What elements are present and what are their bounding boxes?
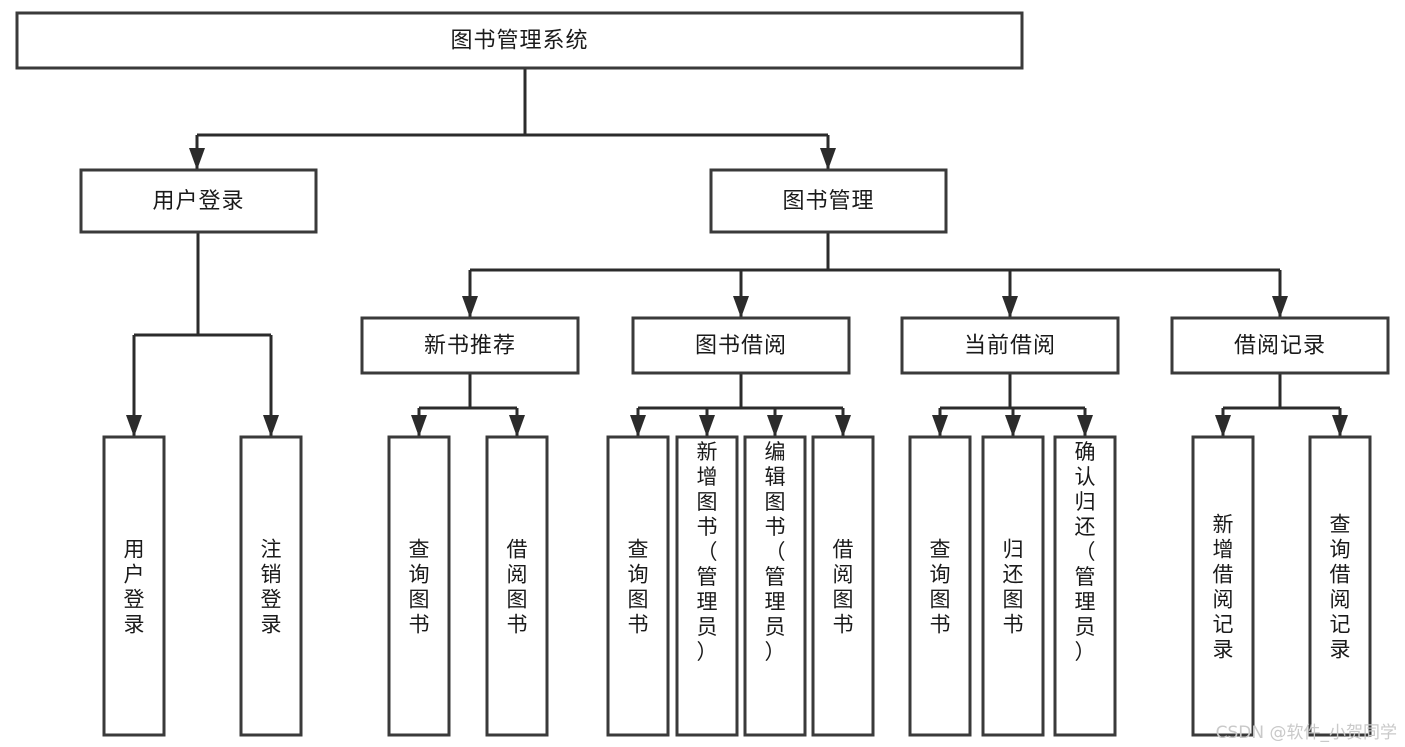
node-box[interactable]: [811, 435, 875, 737]
node-box[interactable]: [743, 435, 807, 737]
node-box[interactable]: [485, 435, 549, 737]
arrow-down-icon-manage-2: [1002, 296, 1018, 318]
node-box[interactable]: [981, 435, 1045, 737]
node-box[interactable]: [1191, 435, 1255, 737]
node-label: 用户登录: [124, 538, 145, 637]
arrow-down-icon-grp-book-borrow-1: [699, 415, 715, 437]
node-box[interactable]: [900, 316, 1120, 375]
arrow-down-icon-grp-user-login-0: [126, 415, 142, 437]
node-label: 借阅图书: [833, 538, 854, 637]
node-label: 借阅记录: [1234, 334, 1326, 359]
arrow-down-icon-grp-current-2: [1077, 415, 1093, 437]
node-box[interactable]: [360, 316, 580, 375]
node-box[interactable]: [908, 435, 972, 737]
node-level2-user-login[interactable]: 用户登录: [79, 168, 318, 234]
node-level3-current-borrow[interactable]: 当前借阅: [900, 316, 1120, 375]
node-label: 用户登录: [152, 189, 244, 214]
node-label: 借阅图书: [507, 538, 528, 637]
node-leaf-leaf-add-record[interactable]: 新增借阅记录: [1191, 435, 1255, 737]
arrow-down-icon-grp-current-0: [932, 415, 948, 437]
node-leaf-leaf-borrow-book-1[interactable]: 借阅图书: [485, 435, 549, 737]
node-label: 确认归还（管理员）: [1075, 440, 1096, 664]
node-label: 查询借阅记录: [1330, 513, 1351, 662]
node-box[interactable]: [631, 316, 851, 375]
node-leaf-leaf-edit-book-admin[interactable]: 编辑图书（管理员）: [743, 435, 807, 737]
node-box[interactable]: [675, 435, 739, 737]
node-box[interactable]: [239, 435, 303, 737]
node-leaf-leaf-query-book-2[interactable]: 查询图书: [606, 435, 670, 737]
node-label: 新增借阅记录: [1213, 513, 1234, 662]
node-leaf-leaf-query-record[interactable]: 查询借阅记录: [1308, 435, 1372, 737]
node-layer: 图书管理系统用户登录图书管理新书推荐图书借阅当前借阅借阅记录用户登录注销登录查询…: [15, 11, 1390, 737]
node-box[interactable]: [606, 435, 670, 737]
arrow-down-icon-grp-book-borrow-2: [767, 415, 783, 437]
node-level2-book-manage[interactable]: 图书管理: [709, 168, 948, 234]
node-box[interactable]: [79, 168, 318, 234]
arrow-down-icon-grp-user-login-1: [263, 415, 279, 437]
arrow-down-icon-grp-current-1: [1005, 415, 1021, 437]
node-leaf-leaf-query-book-3[interactable]: 查询图书: [908, 435, 972, 737]
arrow-down-icon-grp-new-book-0: [411, 415, 427, 437]
node-leaf-leaf-user-login[interactable]: 用户登录: [102, 435, 166, 737]
arrow-down-icon-grp-record-0: [1215, 415, 1231, 437]
node-root-system[interactable]: 图书管理系统: [15, 11, 1024, 70]
node-leaf-leaf-add-book-admin[interactable]: 新增图书（管理员）: [675, 435, 739, 737]
node-label: 查询图书: [409, 538, 430, 637]
arrow-down-icon-root-0: [189, 148, 205, 170]
node-label: 当前借阅: [964, 334, 1056, 359]
node-box[interactable]: [709, 168, 948, 234]
node-box[interactable]: [1053, 435, 1117, 737]
node-label: 编辑图书（管理员）: [765, 440, 786, 664]
arrow-down-icon-manage-1: [733, 296, 749, 318]
node-box[interactable]: [15, 11, 1024, 70]
node-box[interactable]: [1308, 435, 1372, 737]
arrow-down-icon-grp-book-borrow-3: [835, 415, 851, 437]
node-label: 图书管理: [782, 189, 874, 214]
node-label: 注销登录: [261, 538, 282, 637]
node-label: 新书推荐: [424, 334, 516, 359]
node-label: 新增图书（管理员）: [697, 440, 718, 664]
node-box[interactable]: [387, 435, 451, 737]
arrow-down-icon-grp-new-book-1: [509, 415, 525, 437]
node-box[interactable]: [1170, 316, 1390, 375]
node-leaf-leaf-user-logout[interactable]: 注销登录: [239, 435, 303, 737]
node-box[interactable]: [102, 435, 166, 737]
node-level3-new-book-recommend[interactable]: 新书推荐: [360, 316, 580, 375]
node-label: 查询图书: [930, 538, 951, 637]
node-label: 归还图书: [1003, 538, 1024, 637]
node-label: 图书管理系统: [450, 29, 588, 54]
arrow-down-icon-manage-3: [1272, 296, 1288, 318]
node-level3-borrow-record[interactable]: 借阅记录: [1170, 316, 1390, 375]
node-leaf-leaf-borrow-book-2[interactable]: 借阅图书: [811, 435, 875, 737]
arrow-down-icon-root-1: [820, 148, 836, 170]
node-leaf-leaf-return-book[interactable]: 归还图书: [981, 435, 1045, 737]
node-leaf-leaf-confirm-return[interactable]: 确认归还（管理员）: [1053, 435, 1117, 737]
node-label: 查询图书: [628, 538, 649, 637]
arrow-down-icon-grp-book-borrow-0: [630, 415, 646, 437]
connector-layer: [126, 68, 1348, 437]
node-leaf-leaf-query-book-1[interactable]: 查询图书: [387, 435, 451, 737]
arrow-down-icon-grp-record-1: [1332, 415, 1348, 437]
node-label: 图书借阅: [695, 334, 787, 359]
node-level3-book-borrow[interactable]: 图书借阅: [631, 316, 851, 375]
arrow-down-icon-manage-0: [462, 296, 478, 318]
